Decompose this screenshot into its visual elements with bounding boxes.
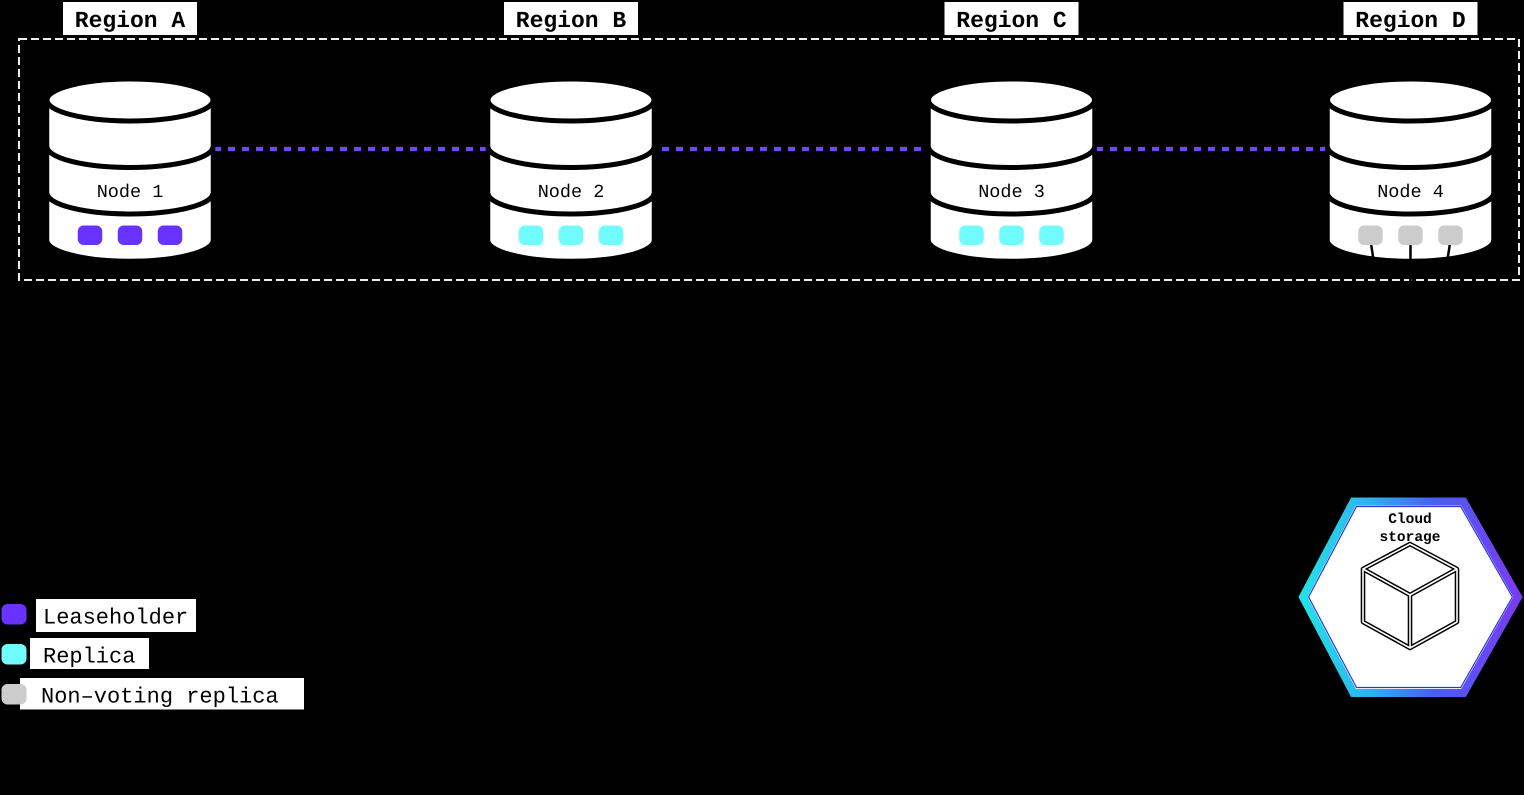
svg-text:Region A: Region A	[75, 8, 186, 34]
svg-text:Node 2: Node 2	[538, 182, 605, 203]
svg-text:Non–voting replica: Non–voting replica	[41, 685, 279, 710]
svg-text:Cloud: Cloud	[1388, 512, 1432, 528]
svg-text:Leaseholder: Leaseholder	[43, 606, 188, 631]
svg-text:Region D: Region D	[1355, 8, 1465, 34]
svg-text:storage: storage	[1380, 530, 1441, 546]
svg-text:Node 1: Node 1	[97, 182, 164, 203]
svg-text:Region B: Region B	[516, 8, 627, 34]
svg-text:Node 3: Node 3	[978, 182, 1045, 203]
svg-text:Region C: Region C	[956, 8, 1067, 34]
svg-text:Replica: Replica	[43, 645, 135, 670]
svg-text:Node 4: Node 4	[1377, 182, 1444, 203]
